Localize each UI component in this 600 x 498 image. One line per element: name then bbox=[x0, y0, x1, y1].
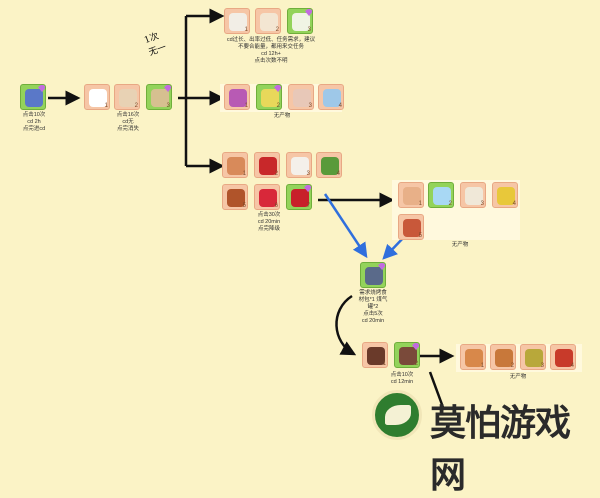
grill-icon bbox=[360, 262, 386, 288]
mid-branch-note: 无产物 bbox=[273, 113, 291, 119]
curve-arrow-down bbox=[335, 294, 357, 356]
hat-icon: 2 bbox=[254, 152, 280, 178]
dish-icon: 3 bbox=[520, 344, 546, 370]
toque-icon: 3 bbox=[286, 152, 312, 178]
start-note: 点击10次 cd 2h 点完进cd bbox=[22, 112, 46, 132]
blue-arrow-left bbox=[323, 193, 368, 259]
pot-icon: 1 bbox=[224, 8, 250, 34]
ingredients-note: 无产物 bbox=[451, 242, 469, 248]
dishes-note: 无产物 bbox=[509, 374, 527, 380]
icecream-icon: 4 bbox=[318, 84, 344, 110]
meat-icon: 5 bbox=[398, 214, 424, 240]
crate-note: 点击16次 cd无 点完消失 bbox=[116, 112, 140, 132]
can-icon: 4 bbox=[316, 152, 342, 178]
wreath-icon: 3 bbox=[288, 84, 314, 110]
fruit-icon: 4 bbox=[492, 182, 518, 208]
bag-icon: 2 bbox=[114, 84, 140, 110]
dish-icon: 4 bbox=[550, 344, 576, 370]
table-icon: 5 bbox=[222, 184, 248, 210]
grill-requirement-note: 需求烧烤食 材包*1 煤气 罐*2 点击5次 cd 20min bbox=[358, 290, 388, 324]
chair-icon: 1 bbox=[222, 152, 248, 178]
arrow-down-bottom bbox=[428, 371, 446, 411]
balloon-icon: 2 bbox=[256, 84, 282, 110]
logo-text: 莫怕游戏网 bbox=[430, 403, 571, 496]
broom-icon: 1 bbox=[224, 84, 250, 110]
logo-emblem-icon bbox=[372, 390, 422, 440]
merge-chain-diagram: 1次 无一 1 2 3 1 2 3 1 2 3 4 1 2 3 4 5 6 7 … bbox=[20, 8, 592, 496]
lower-branch-note: 点击30次 cd 20min 点完降级 bbox=[257, 212, 281, 232]
car-icon bbox=[20, 84, 46, 110]
arrow-layer bbox=[48, 8, 455, 411]
bottle-icon: 2 bbox=[428, 182, 454, 208]
site-logo: 莫怕游戏网 bbox=[372, 386, 592, 496]
cheese-icon: 6 bbox=[254, 184, 280, 210]
top-branch-note: cd过长、出率过低、任务需求，建议 不要合能量，都用来交任务 cd 12h+ 点… bbox=[226, 37, 316, 64]
egg-icon: 1 bbox=[398, 182, 424, 208]
dish-icon: 1 bbox=[460, 344, 486, 370]
gift-icon: 7 bbox=[286, 184, 312, 210]
box-icon: 1 bbox=[84, 84, 110, 110]
cake-icon: 2 bbox=[255, 8, 281, 34]
pan-icon: 1 bbox=[362, 342, 388, 368]
jar-icon: 2 bbox=[490, 344, 516, 370]
flour-icon: 3 bbox=[460, 182, 486, 208]
bbq-note: 点击10次 cd 12min bbox=[390, 372, 414, 385]
milk-icon: 3 bbox=[287, 8, 313, 34]
bowl-icon: 2 bbox=[394, 342, 420, 368]
basket-icon: 3 bbox=[146, 84, 172, 110]
